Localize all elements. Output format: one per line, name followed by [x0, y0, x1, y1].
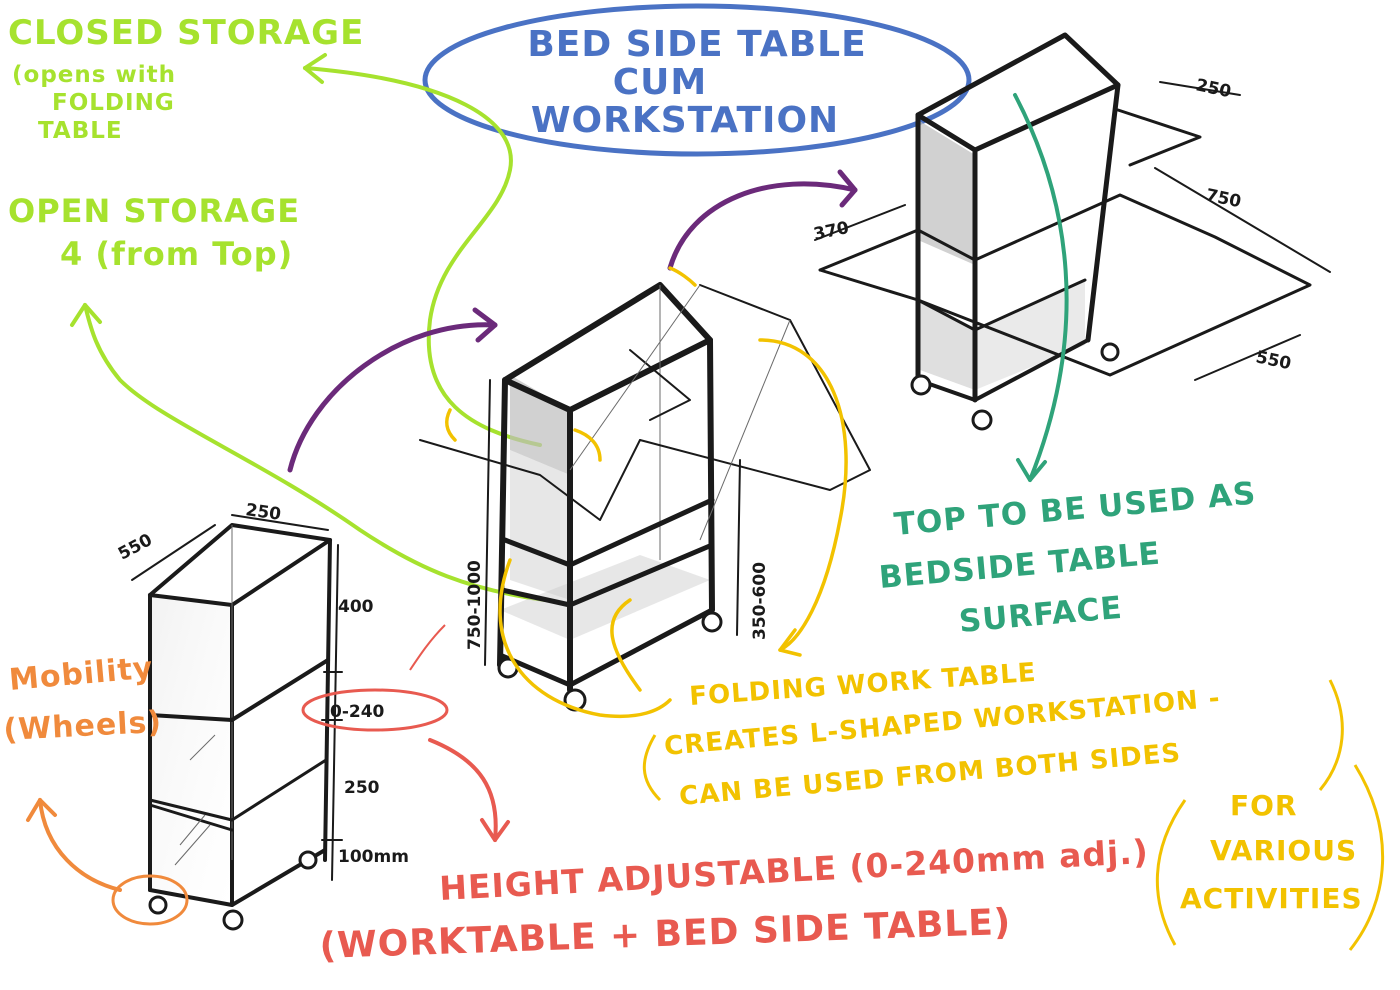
left-wheel-3 — [298, 850, 318, 870]
closed-storage-label: CLOSED STORAGE (opens with FOLDING TABLE — [8, 13, 364, 144]
left-width-dim: 250 — [244, 500, 282, 525]
left-unit: 550 250 400 0-240 250 100mm — [115, 500, 449, 931]
mid-height-dim: 750-1000 — [465, 560, 485, 650]
left-wheel-1 — [148, 895, 168, 915]
left-h2-dim: 250 — [344, 778, 380, 798]
left-unit-top — [148, 523, 332, 607]
middle-unit: 750-1000 350-600 — [419, 282, 871, 712]
activities-line-3: ACTIVITIES — [1180, 882, 1363, 915]
left-wheel-2 — [222, 909, 244, 931]
activities-line-2: VARIOUS — [1210, 834, 1357, 867]
open-storage-arrow — [83, 303, 547, 602]
open-storage-line-1: OPEN STORAGE — [8, 192, 300, 230]
closed-storage-arrow — [303, 66, 542, 447]
closed-storage-line-4: TABLE — [38, 118, 123, 144]
right-depth-dim: 370 — [812, 218, 851, 245]
left-depth-dim: 550 — [115, 530, 156, 564]
right-table-depth-dim: 550 — [1254, 347, 1293, 374]
mid-table-height-dim: 350-600 — [750, 562, 770, 640]
activities-label: FOR VARIOUS ACTIVITIES — [1155, 764, 1385, 951]
top-surface-line-3: SURFACE — [958, 590, 1124, 640]
top-surface-line-2: BEDSIDE TABLE — [878, 535, 1162, 595]
wheel-highlight — [111, 874, 189, 926]
mobility-line-1: Mobility — [8, 650, 155, 697]
mobility-label: Mobility (Wheels) — [3, 650, 189, 926]
title-line-3: WORKSTATION — [531, 100, 839, 141]
purple-arrows — [287, 169, 858, 473]
lime-arrows — [70, 53, 547, 602]
adjustable-highlight — [301, 688, 449, 732]
right-unit: 370 250 750 550 — [812, 32, 1331, 431]
activities-line-1: FOR — [1230, 789, 1298, 822]
closed-storage-line-3: FOLDING — [52, 90, 175, 116]
left-adj-dim: 0-240 — [330, 702, 385, 722]
right-table-length-dim: 750 — [1204, 185, 1243, 212]
closed-storage-line-2: (opens with — [12, 62, 176, 88]
top-surface-line-1: TOP TO BE USED AS — [893, 475, 1258, 543]
open-storage-line-2: 4 (from Top) — [60, 235, 293, 273]
right-width-dim: 250 — [1194, 75, 1233, 102]
title-line-2: CUM — [613, 62, 707, 103]
closed-storage-arrowhead — [303, 53, 327, 84]
left-h1-dim: 400 — [338, 597, 374, 617]
mobility-line-2: (Wheels) — [3, 705, 163, 748]
open-storage-label: OPEN STORAGE 4 (from Top) — [8, 192, 300, 273]
closed-storage-line-1: CLOSED STORAGE — [8, 13, 364, 53]
height-adjustable-line-2: (WORKTABLE + BED SIDE TABLE) — [319, 902, 1012, 967]
title-bubble: BED SIDE TABLE CUM WORKSTATION — [422, 3, 972, 157]
yellow-arrows — [444, 266, 848, 719]
left-h3-dim: 100mm — [338, 847, 409, 867]
height-adjustable-line-1: HEIGHT ADJUSTABLE (0-240mm adj.) — [438, 832, 1149, 908]
open-storage-arrowhead — [70, 303, 102, 327]
title-line-1: BED SIDE TABLE — [527, 24, 866, 65]
